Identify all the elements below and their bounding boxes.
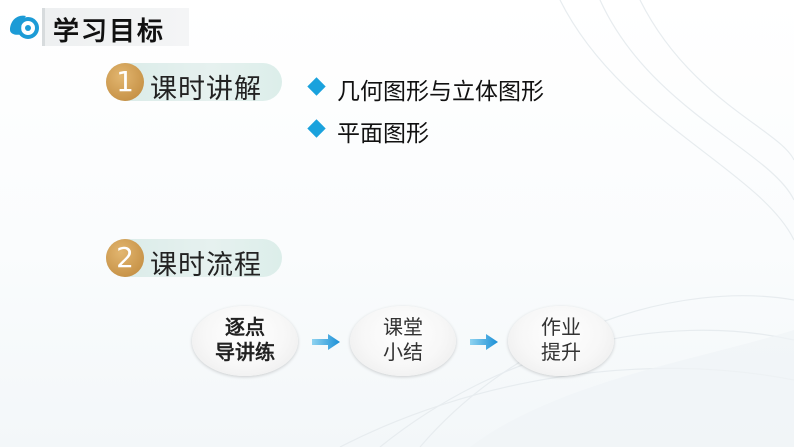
flow-step-practice: 逐点 导讲练 xyxy=(192,306,298,376)
section-2-number-badge: 2 xyxy=(106,239,144,277)
flow-step-line1: 作业 xyxy=(541,315,581,339)
header-bar: 学习目标 xyxy=(42,8,189,47)
topic-text: 几何图形与立体图形 xyxy=(337,79,544,105)
flow-step-summary: 课堂 小结 xyxy=(350,306,456,376)
section-1-label: 课时讲解 xyxy=(150,74,262,105)
section-2-heading: 2 课时流程 xyxy=(106,239,282,281)
flow-step-line2: 小结 xyxy=(383,340,423,364)
arrow-right-icon xyxy=(312,334,340,350)
arrow-right-icon xyxy=(470,334,498,350)
section-1-heading: 1 课时讲解 xyxy=(106,63,282,105)
page-title: 学习目标 xyxy=(53,17,166,47)
flow-step-line1: 逐点 xyxy=(225,315,265,339)
section-2-label: 课时流程 xyxy=(150,250,262,281)
topic-text: 平面图形 xyxy=(337,121,429,147)
flow-step-line1: 课堂 xyxy=(383,315,423,339)
diamond-bullet-icon xyxy=(307,77,326,96)
flow-step-line2: 提升 xyxy=(541,340,581,364)
diamond-bullet-icon xyxy=(307,119,326,138)
brand-logo-icon xyxy=(6,10,40,44)
flow-step-homework: 作业 提升 xyxy=(508,306,614,376)
section-1-number-badge: 1 xyxy=(106,63,144,101)
flow-step-line2: 导讲练 xyxy=(215,340,275,364)
